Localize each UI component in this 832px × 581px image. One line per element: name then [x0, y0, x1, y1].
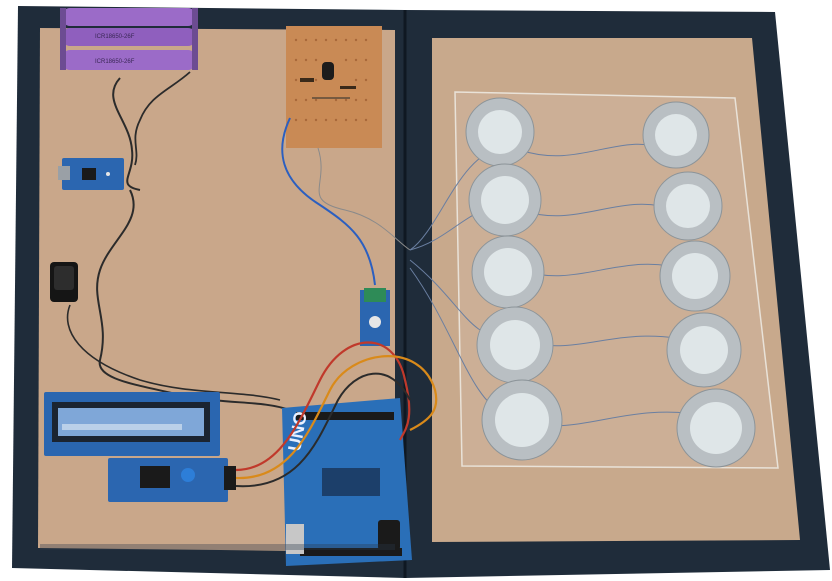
voltage-sensor-module-icon — [360, 288, 390, 346]
wire-red — [235, 341, 411, 472]
battery-label-1: ICR18650-26F — [95, 34, 135, 40]
battery-pack-icon: ICR18650-26F ICR18650-26F — [60, 8, 198, 70]
bottom-edge — [40, 544, 395, 550]
perfboard-wire-thin — [317, 147, 411, 251]
wire-black-sensor — [235, 372, 411, 488]
perfboard-wire-blue — [281, 117, 376, 286]
arduino-uno-icon: UNO — [282, 398, 412, 566]
lcd-display-icon — [44, 392, 220, 456]
battery-wire — [112, 77, 141, 191]
perfboard-circuit-icon — [286, 26, 382, 148]
charging-module-icon — [58, 158, 124, 190]
switch-wire — [96, 189, 291, 411]
switch-wire-2 — [66, 304, 281, 401]
rocker-switch-icon — [50, 262, 78, 302]
battery-label-2: ICR18650-26F — [95, 59, 135, 65]
wire-orange — [235, 355, 438, 480]
i2c-adapter-icon — [108, 458, 236, 502]
piezo-disc-icon — [465, 97, 756, 468]
battery-wire-2 — [134, 71, 191, 166]
